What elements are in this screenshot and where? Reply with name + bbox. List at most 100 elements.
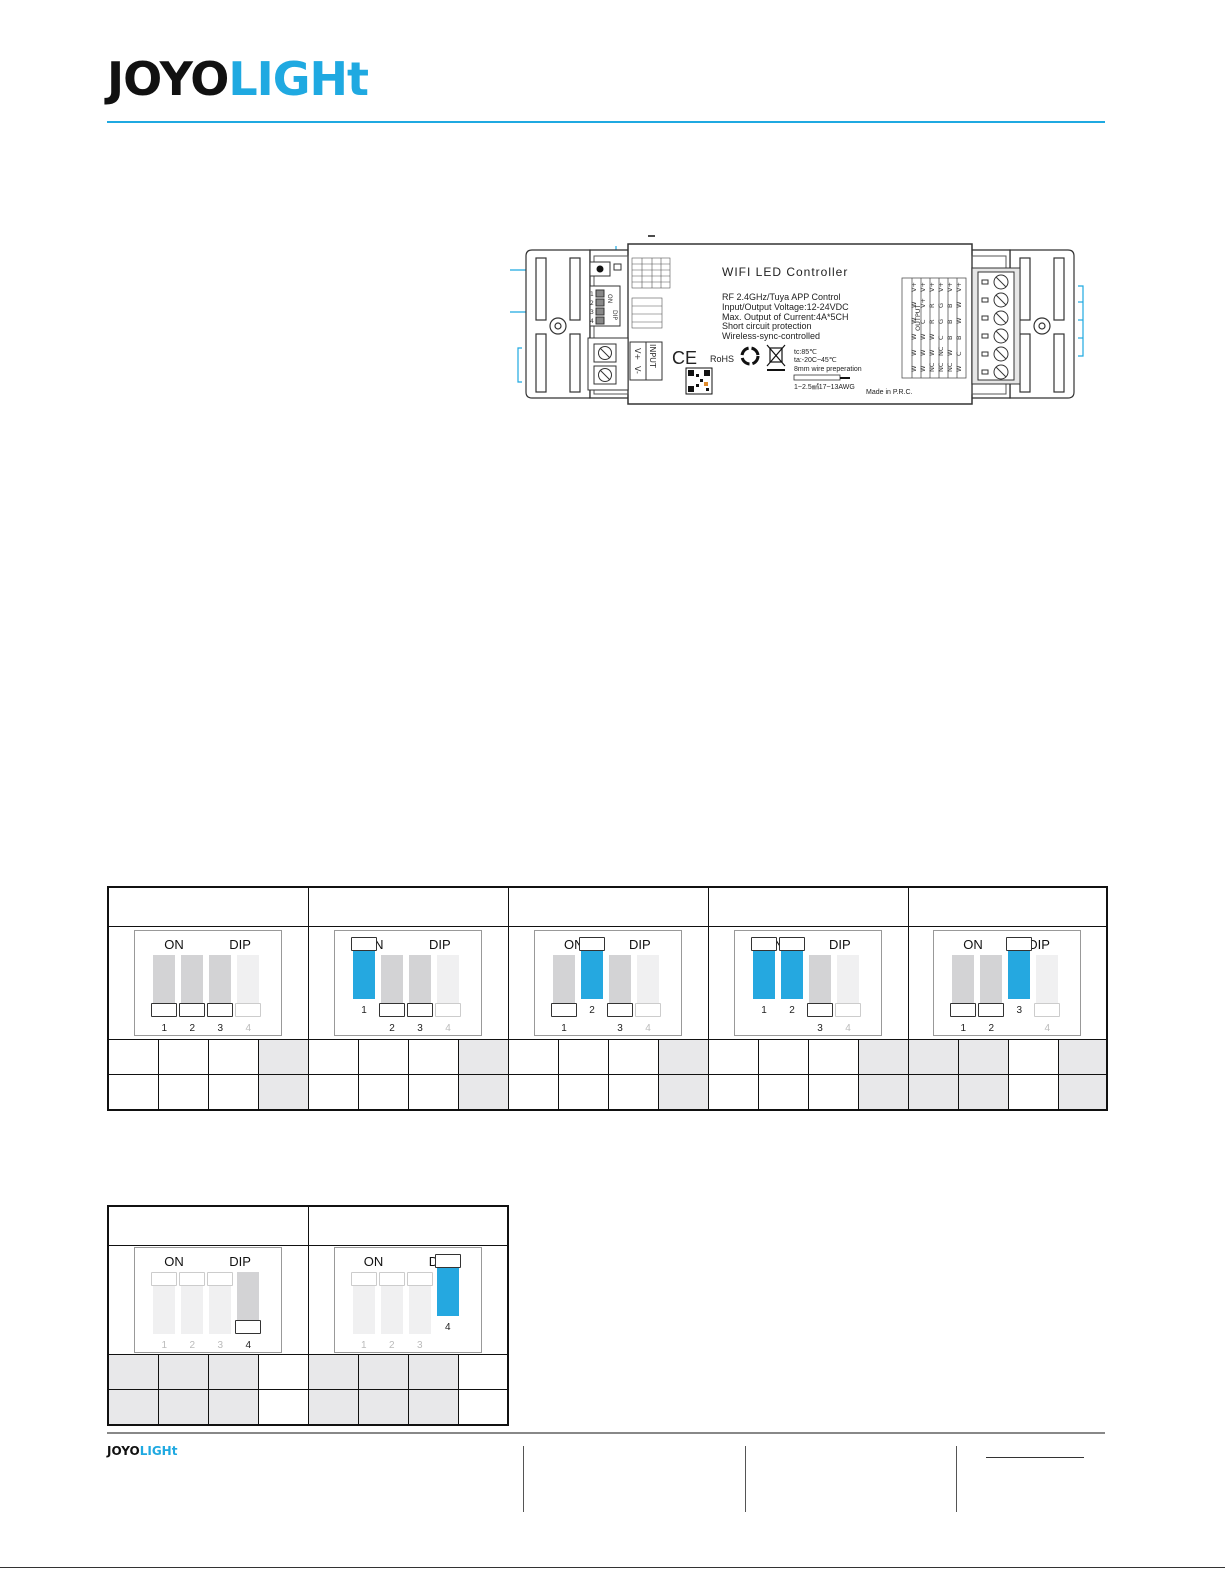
dip-switch-2: 2 [579,937,605,1016]
dip-switch-number: 3 [617,1023,623,1034]
dip-switch-number: 1 [960,1023,967,1034]
footer-separator [745,1446,746,1512]
dip-switch-3: 3 [607,955,633,1034]
dip-switch-3: 3 [407,955,433,1034]
dip-on-label: ON [164,937,184,952]
svg-text:DIP: DIP [611,310,618,320]
dip-switch-number: 2 [189,1023,196,1034]
mode-header-6 [107,1205,309,1246]
output-legend-label: W [910,365,918,372]
recycle-icon [740,346,760,366]
dip-switch-1: 1 [551,955,577,1034]
logo-dark-part: JOYO [107,52,229,106]
mode-header-4 [707,886,909,927]
dip-switch-number: 4 [845,1023,851,1034]
dip-on-label: ON [164,1254,184,1269]
dip-label: DIP [229,1254,251,1269]
output-legend-label: V+ [919,282,927,292]
output-legend-label: NC [937,346,945,356]
output-legend-label: B [946,336,954,340]
dip-on-label: ON [564,937,584,952]
output-legend [901,277,967,379]
output-legend-label: R [928,319,936,324]
dip-switch-3: 3 [1006,937,1033,1016]
footer-logo: JOYOLIGHt [107,1444,177,1458]
dip-switch-number: 3 [1016,1005,1023,1016]
ce-mark: CE [672,348,697,368]
svg-text:V+: V+ [633,348,642,360]
output-legend-label: W [910,333,918,340]
svg-text:Wireless-sync-controlled: Wireless-sync-controlled [722,331,820,341]
dip-switch-number: 2 [589,1005,595,1016]
output-legend-label: W [928,349,936,356]
dip-switch-number: 1 [361,1005,367,1016]
svg-text:INPUT: INPUT [648,344,657,368]
output-legend-label: W [919,349,927,356]
dip-switch-number: 2 [189,1340,196,1351]
svg-text:Max. Output of Current:4A*5CH: Max. Output of Current:4A*5CH [722,312,849,322]
svg-text:1~2.5㎟17~13AWG: 1~2.5㎟17~13AWG [794,383,855,391]
weee-bin-icon [766,344,786,371]
dip-switch-1: 1 [151,1272,178,1351]
output-legend-label: V+ [946,282,954,292]
output-legend-label: NC [946,362,954,372]
output-legend-label: V+ [937,282,945,292]
dip-switch-3: 3 [207,1272,234,1351]
dip-switch-number: 1 [161,1023,168,1034]
dip-switch-4: 4 [435,955,461,1034]
svg-text:8mm wire preperation: 8mm wire preperation [794,366,862,373]
dip-switch-4: 4 [235,955,262,1034]
output-legend-label: W [919,365,927,372]
dip-switch-1: 1 [151,955,178,1034]
svg-text:ON: ON [606,294,613,303]
logo-light-part: LIGHt [228,52,369,106]
dip-switch-number: 3 [416,1340,423,1351]
output-legend-label: W [955,317,963,324]
footer-logo-light: LIGHt [139,1444,178,1458]
right-mount-bracket [1009,249,1075,399]
page-bottom-line [0,1567,1225,1568]
dip-switch-number: 1 [761,1005,767,1016]
output-legend-label: G [937,303,945,308]
dip-on-label: ON [963,937,983,952]
footer-separator [523,1446,524,1512]
dip-switch-2: 2 [179,1272,206,1351]
mode-header-2 [307,886,509,927]
output-legend-label: NC [928,362,936,372]
output-legend-label: V+ [928,282,936,292]
output-legend-label: V+ [955,282,963,292]
output-legend-label: C [955,351,963,356]
output-legend-label: V+ [919,298,927,308]
output-legend-label: G [937,319,945,324]
dip-switch-3: 3 [807,955,833,1034]
dip-label: DIP [629,937,651,952]
dip-switch-number: 4 [245,1023,252,1034]
output-legend-label: W [955,301,963,308]
dip-switch-number: 4 [1044,1023,1051,1034]
dip-switch-number: 3 [417,1023,423,1034]
dip-switch-number: 2 [988,1023,995,1034]
output-legend-label: W [955,365,963,372]
dip-switch-1: 1 [751,937,777,1016]
svg-text:Short circuit protection: Short circuit protection [722,321,812,331]
svg-text:Input/Output Voltage:12-24VDC: Input/Output Voltage:12-24VDC [722,302,849,312]
svg-text:2: 2 [590,300,594,307]
svg-text:RF 2.4GHz/Tuya APP Control: RF 2.4GHz/Tuya APP Control [722,292,841,302]
svg-text:ta:-20C~45℃: ta:-20C~45℃ [794,357,837,364]
dip-switch-number: 4 [444,1322,451,1333]
dip-switch-2: 2 [978,955,1005,1034]
qr-code [685,367,713,395]
dip-switch-number: 3 [817,1023,823,1034]
dip-switch-1: 1 [351,937,377,1016]
brand-logo: JOYOLIGHt [107,56,369,102]
dip-switch-1: 1 [950,955,977,1034]
controller-diagram: 1 2 3 4 ON DIP V+ V- INPUT WIFI LED Cont… [510,235,1084,405]
dip-switch-number: 2 [388,1340,395,1351]
output-legend-label: B [955,336,963,340]
